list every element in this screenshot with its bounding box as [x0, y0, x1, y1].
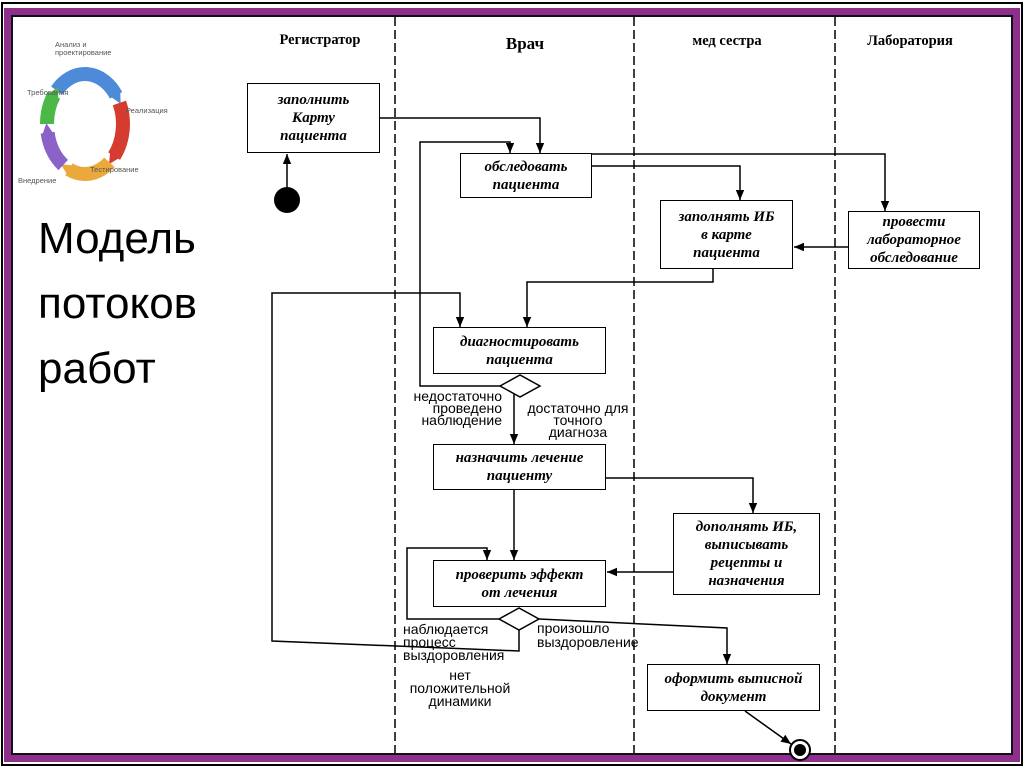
- node-prescribe-label: назначить лечение пациенту: [455, 450, 584, 484]
- node-check-effect: проверить эффект от лечения: [433, 560, 606, 607]
- cycle-label-testing: Тестирование: [90, 165, 139, 174]
- lane-header-lab: Лаборатория: [867, 33, 953, 49]
- lane-header-doctor: Врач: [505, 34, 545, 53]
- node-diagnose: диагностировать пациента: [433, 327, 606, 374]
- node-check-effect-label: проверить эффект от лечения: [455, 566, 584, 601]
- lane-header-nurse: мед сестра: [692, 33, 762, 49]
- cycle-label-implementation: Реализация: [126, 106, 168, 115]
- node-update-record: дополнять ИБ, выписывать рецепты и назна…: [673, 513, 820, 595]
- node-fill-record-label: заполнять ИБ в карте пациента: [678, 208, 775, 261]
- node-fill-card: заполнить Карту пациента: [247, 83, 380, 153]
- node-diagnose-label: диагностировать пациента: [460, 333, 579, 368]
- slide-title-line-3: работ: [38, 344, 156, 393]
- cycle-label-deployment: Внедрение: [18, 176, 57, 185]
- node-update-record-label: дополнять ИБ, выписывать рецепты и назна…: [695, 519, 798, 589]
- condition-insufficient: недостаточно проведено наблюдение: [413, 388, 502, 428]
- condition-recovering: наблюдается процесс выздоровления: [403, 621, 505, 663]
- cycle-label-requirements: Требования: [27, 88, 69, 97]
- condition-recovered: произошло выздоровление: [537, 620, 639, 650]
- node-examine-label: обследовать пациента: [484, 158, 568, 193]
- node-lab-test-label: провести лабораторное обследование: [867, 214, 961, 266]
- node-fill-card-label: заполнить Карту пациента: [277, 92, 350, 144]
- node-fill-record: заполнять ИБ в карте пациента: [660, 200, 793, 269]
- node-discharge-label: оформить выписной документ: [664, 670, 803, 705]
- condition-no-progress: нет положительной динамики: [409, 667, 511, 709]
- slide-title-line-1: Модель: [38, 214, 196, 263]
- node-lab-test: провести лабораторное обследование: [848, 211, 980, 269]
- node-examine: обследовать пациента: [460, 153, 592, 198]
- slide-title-line-2: потоков: [38, 279, 198, 328]
- slide-frame-band: [4, 8, 1020, 762]
- condition-sufficient: достаточно для точного диагноза: [527, 400, 629, 440]
- node-prescribe: назначить лечение пациенту: [433, 444, 606, 490]
- lane-header-registrar: Регистратор: [279, 32, 361, 48]
- node-discharge: оформить выписной документ: [647, 664, 820, 711]
- cycle-label-analysis: Анализ и проектирование: [55, 40, 112, 57]
- slide-title: Модель потоков работ: [38, 206, 197, 401]
